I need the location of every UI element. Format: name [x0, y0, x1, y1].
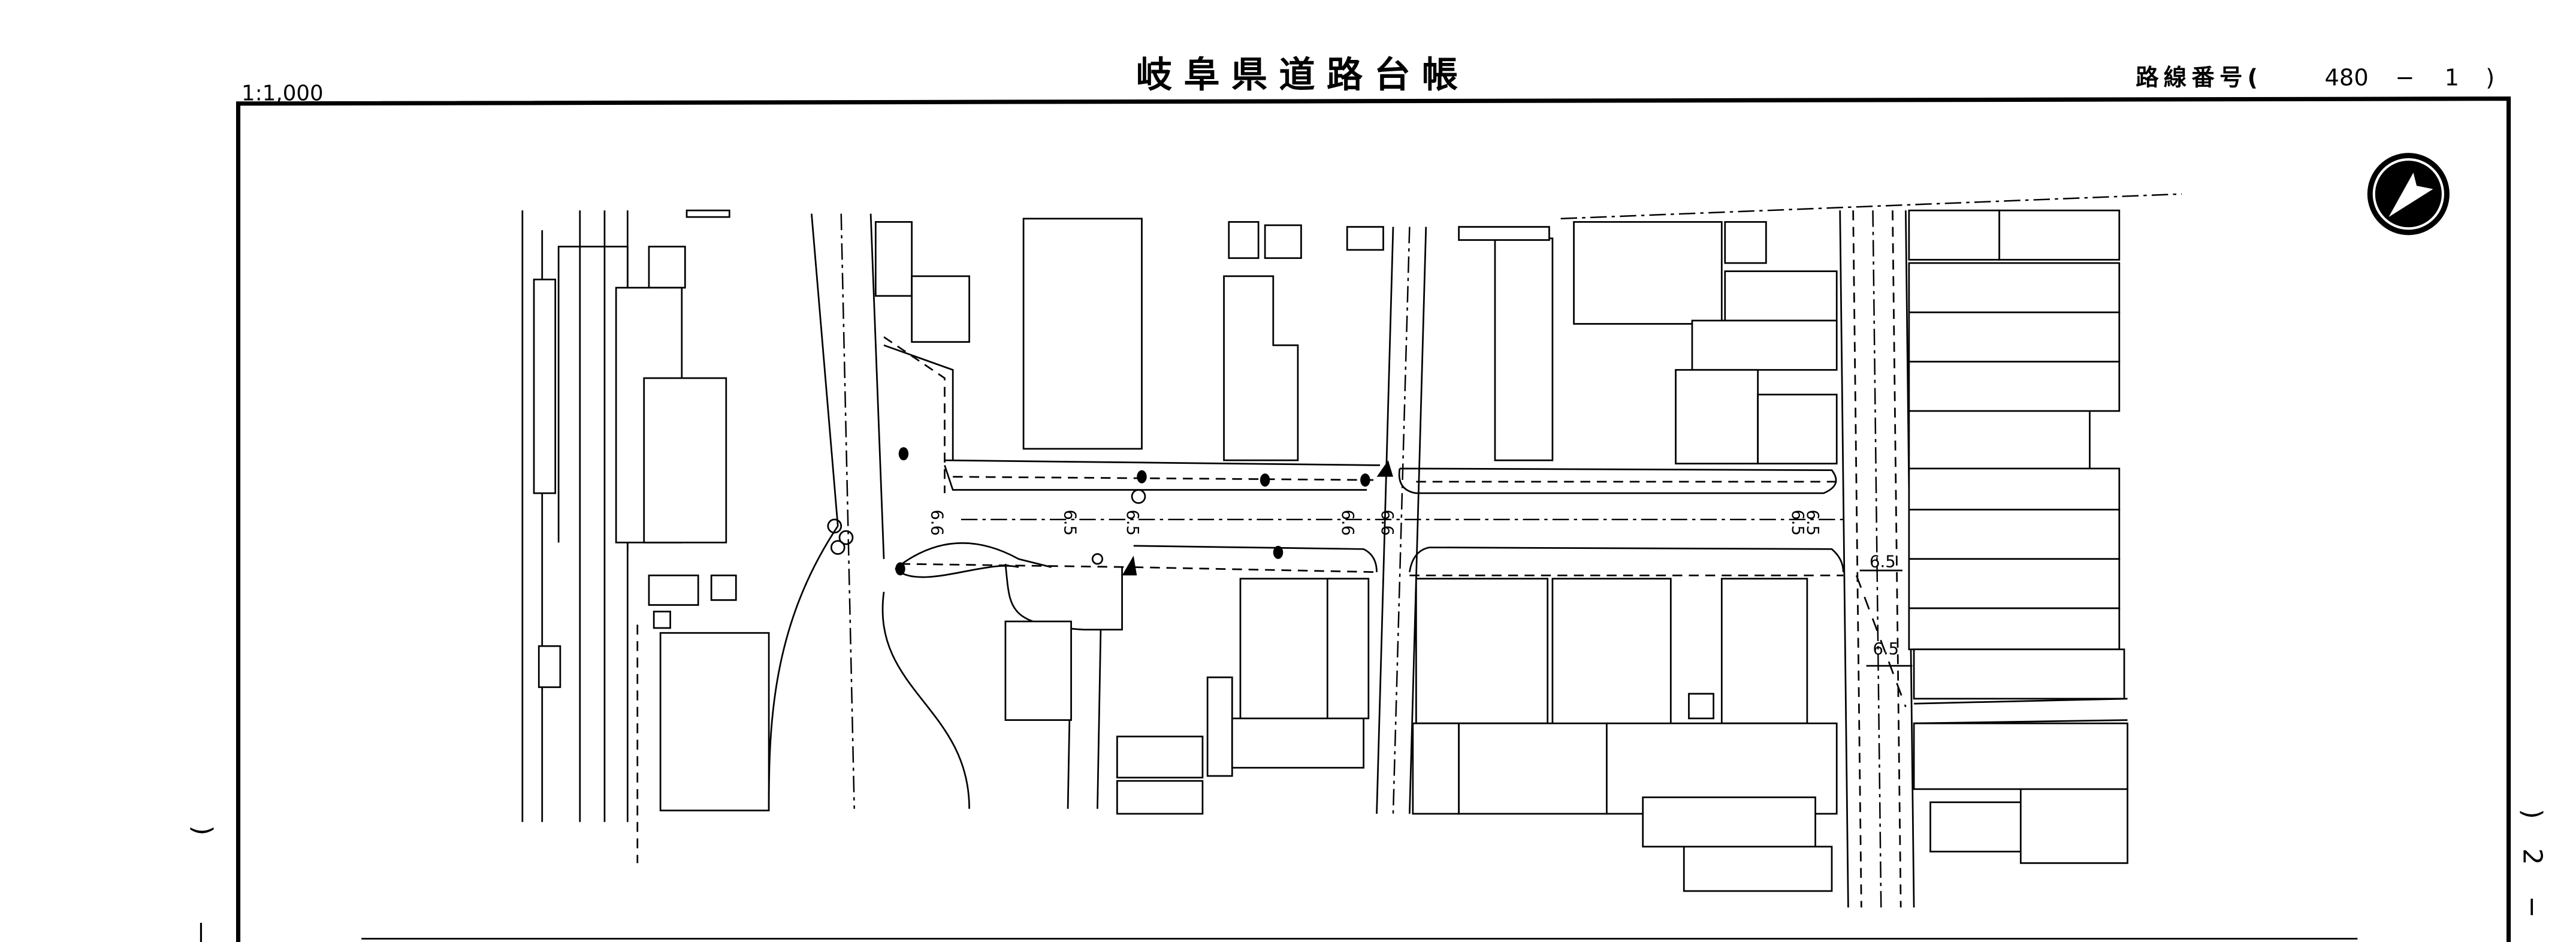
- buildings-west: [615, 246, 770, 811]
- buildings-south: [1004, 578, 1838, 892]
- right-margin-marks: ) 2 −: [2517, 809, 2547, 918]
- width-label: 6.5: [1061, 509, 1079, 536]
- buildings-north: [1022, 218, 1838, 465]
- width-label: 6.6: [1378, 509, 1396, 536]
- svg-text:): ): [2486, 65, 2495, 92]
- buildings-east: [1908, 209, 2128, 864]
- utility-pole-markers: [827, 447, 1393, 576]
- svg-text:480: 480: [2325, 65, 2369, 92]
- road-west-vertical: [768, 213, 970, 809]
- left-margin-marks: ) |: [188, 825, 218, 942]
- page-title: 岐阜県道路台帳: [1136, 54, 1470, 96]
- width-label: 6.5: [1788, 509, 1807, 536]
- width-label: 6.5: [1803, 509, 1822, 536]
- svg-text:): ): [2517, 809, 2547, 819]
- svg-text:路線番号(: 路線番号(: [2136, 65, 2263, 92]
- svg-text:|: |: [197, 919, 205, 942]
- route-number: 路線番号( 480 − 1 ): [2136, 65, 2495, 92]
- map-frame: [235, 96, 2511, 942]
- road-middle-vertical: [1067, 227, 1427, 814]
- width-label: 6.5: [1873, 640, 1899, 659]
- width-label: 6.5: [1870, 552, 1896, 571]
- width-label: 6.6: [928, 509, 946, 536]
- railway: [521, 209, 730, 864]
- road-width-dimensions: 6.6 6.5 6.5 6.6 6.6 6.5 6.5 6.5 6.5: [928, 509, 1899, 658]
- north-arrow-icon: [2367, 153, 2450, 236]
- width-label: 6.5: [1123, 509, 1141, 536]
- svg-text:): ): [188, 825, 218, 835]
- svg-text:−: −: [2517, 896, 2547, 918]
- svg-text:1: 1: [2445, 65, 2459, 92]
- svg-text:−: −: [2395, 65, 2414, 92]
- svg-text:2: 2: [2517, 849, 2547, 865]
- width-label: 6.6: [1338, 509, 1357, 536]
- road-main-horizontal: [895, 459, 1849, 631]
